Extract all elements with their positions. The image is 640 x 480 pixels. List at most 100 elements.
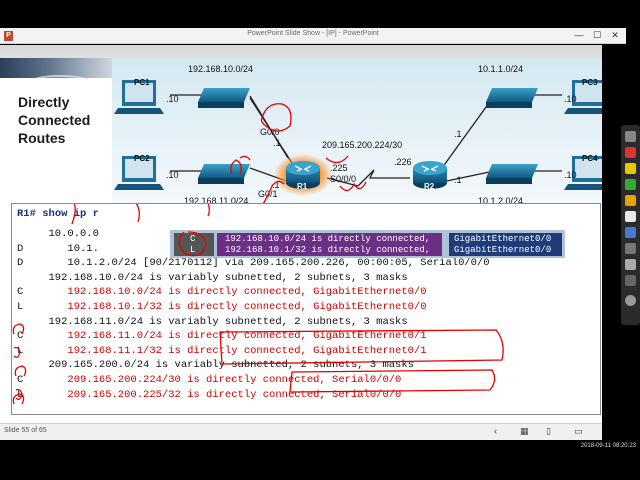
network-topology-diagram: 192.168.10.0/24 192.168.11.0/24 10.1.1.0…	[112, 58, 602, 210]
taskbar: 2018-09-11 08:20:23	[0, 441, 640, 480]
callout-annotations	[178, 231, 207, 257]
clear-icon[interactable]	[625, 275, 636, 286]
highlighter-icon[interactable]	[625, 163, 636, 174]
host-label: .10	[564, 94, 577, 104]
pc-icon	[114, 80, 164, 114]
annotation-toolbar	[621, 125, 640, 325]
pc-label: PC2	[134, 154, 150, 163]
router-label: R1	[297, 182, 308, 191]
route-code: D	[17, 242, 24, 255]
host-label: .226	[394, 157, 412, 167]
pc-icon	[564, 80, 602, 114]
router-icon	[286, 161, 320, 189]
route-code: C	[17, 374, 24, 386]
pen-blue-icon[interactable]	[625, 227, 636, 238]
cli-route-line: 10.0.0.0	[17, 228, 99, 240]
route-text: 192.168.11.0/24 is variably subnetted, 2…	[23, 315, 408, 328]
route-code: C	[17, 286, 24, 299]
cli-route-line: D 10.1.	[17, 243, 99, 255]
cli-route-line: C 192.168.11.0/24 is directly connected,…	[17, 330, 427, 342]
host-label: .10	[564, 170, 577, 180]
route-text: 192.168.11.1/32 is directly connected, G…	[23, 344, 427, 357]
taskbar-clock: 2018-09-11 08:20:23	[580, 443, 636, 449]
route-text: 10.1.2.0/24 [90/2170112] via 209.165.200…	[23, 257, 490, 270]
cli-command: show ip r	[42, 208, 99, 220]
route-text: 192.168.10.0/24 is variably subnetted, 2…	[23, 271, 408, 284]
callout-route: 192.168.10.0/24 is directly connected,	[225, 234, 431, 244]
close-button[interactable]: ✕	[611, 30, 619, 40]
cisco-banner-image	[0, 58, 112, 78]
pc-icon	[114, 156, 164, 190]
gear-icon[interactable]	[625, 295, 636, 306]
callout-code: L	[190, 245, 196, 255]
window-title-bar: P PowerPoint Slide Show - [IP] - PowerPo…	[0, 28, 626, 44]
cli-route-line: 192.168.11.0/24 is variably subnetted, 2…	[17, 316, 408, 328]
eraser-icon[interactable]	[625, 211, 636, 222]
interface-label: G0/1	[258, 189, 278, 199]
callout-interface: GigabitEthernet0/0	[454, 234, 552, 244]
callout-interface: GigabitEthernet0/0	[454, 245, 552, 255]
pc-label: PC3	[582, 78, 598, 87]
interface-label: G0/0	[260, 127, 280, 137]
host-label: .1	[272, 180, 280, 190]
slide-title-line: Routes	[18, 130, 66, 146]
slide: Directly Connected Routes	[0, 45, 602, 423]
host-label: .225	[330, 163, 348, 173]
cli-route-line: 209.165.200.0/24 is variably subnetted, …	[17, 359, 414, 371]
cli-route-line: L 192.168.11.1/32 is directly connected,…	[17, 345, 427, 357]
cli-route-line: D 10.1.2.0/24 [90/2170112] via 209.165.2…	[17, 257, 490, 269]
reading-view-icon[interactable]: ▯	[546, 426, 551, 436]
pc-icon	[564, 156, 602, 190]
cli-annotations	[12, 204, 504, 405]
switch-icon	[198, 164, 250, 184]
callout-routes: 192.168.10.0/24 is directly connected, 1…	[217, 233, 442, 256]
router-label: R2	[424, 182, 435, 191]
callout-code: C	[190, 234, 196, 244]
slideshow-icon[interactable]: ▭	[574, 426, 583, 436]
host-label: .10	[166, 94, 179, 104]
slide-sorter-icon[interactable]: ▦	[520, 426, 529, 436]
network-label: 192.168.10.0/24	[188, 64, 253, 74]
pen-orange-icon[interactable]	[625, 195, 636, 206]
cli-prompt: R1#	[17, 208, 36, 220]
minimize-button[interactable]: —	[574, 30, 584, 40]
pc-label: PC4	[582, 154, 598, 163]
cli-route-line: L 192.168.10.1/32 is directly connected,…	[17, 301, 427, 313]
route-code: C	[17, 330, 24, 343]
slideshow-status-bar: Slide 55 of 65 ‹ ▦ ▯ ▭	[0, 423, 602, 440]
undo-icon[interactable]	[625, 259, 636, 270]
network-links	[170, 94, 562, 187]
host-label: .1	[454, 129, 462, 139]
route-text: 10.0.0.0	[23, 228, 99, 240]
route-text: 209.165.200.224/30 is directly connected…	[23, 374, 402, 386]
cli-route-line: C 192.168.10.0/24 is directly connected,…	[17, 286, 427, 298]
route-text: 192.168.11.0/24 is directly connected, G…	[23, 330, 427, 343]
network-label: 192.168.11.0/24	[184, 196, 248, 206]
maximize-button[interactable]: ☐	[592, 30, 602, 40]
slide-counter: Slide 55 of 65	[4, 427, 47, 434]
callout-route: 192.168.10.1/32 is directly connected,	[225, 245, 431, 255]
previous-slide-icon[interactable]: ‹	[494, 426, 497, 436]
route-code: L	[17, 301, 24, 313]
router-icon	[413, 161, 447, 189]
shape-tool-icon[interactable]	[625, 243, 636, 254]
pen-red-icon[interactable]	[625, 147, 636, 158]
route-text: 192.168.10.1/32 is directly connected, G…	[23, 301, 427, 313]
route-text: 209.165.200.0/24 is variably subnetted, …	[23, 359, 414, 372]
pointer-tool-icon[interactable]	[625, 131, 636, 142]
switch-icon	[486, 88, 538, 108]
switch-icon	[486, 164, 538, 184]
host-label: .1	[454, 175, 462, 185]
switch-icon	[198, 88, 250, 108]
host-label: .10	[166, 170, 179, 180]
host-label: .1	[273, 138, 281, 148]
network-label: 10.1.1.0/24	[478, 64, 523, 74]
network-label: 209.165.200.224/30	[322, 140, 402, 150]
hand-annotations	[230, 103, 367, 207]
route-text: 192.168.10.0/24 is directly connected, G…	[23, 286, 427, 299]
pc-label: PC1	[134, 78, 150, 87]
slide-title-line: Connected	[18, 112, 91, 128]
pen-green-icon[interactable]	[625, 179, 636, 190]
cli-route-line: C 209.165.200.224/30 is directly connect…	[17, 374, 401, 386]
